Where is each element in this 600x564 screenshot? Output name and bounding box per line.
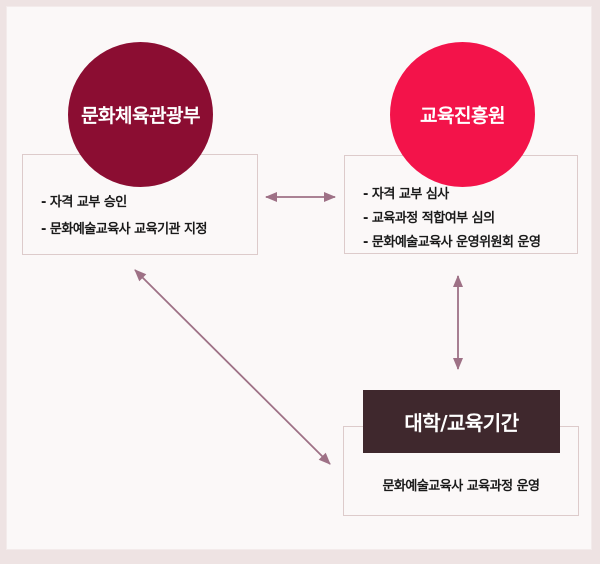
university-node-label: 대학/교육기간: [404, 411, 519, 435]
institute-role-item: - 자격 교부 심사: [363, 187, 449, 202]
institute-node-label: 교육진흥원: [420, 105, 505, 127]
ministry-node: 문화체육관광부: [68, 42, 213, 187]
ministry-node-label: 문화체육관광부: [81, 105, 200, 127]
university-node: 대학/교육기간: [363, 390, 560, 453]
ministry-role-item: - 자격 교부 승인: [41, 195, 127, 210]
university-role-item: 문화예술교육사 교육과정 운영: [382, 479, 540, 494]
institute-role-item: - 문화예술교육사 운영위원회 운영: [363, 235, 541, 250]
institute-roles-box: - 자격 교부 심사 - 교육과정 적합여부 심의 - 문화예술교육사 운영위원…: [344, 155, 578, 254]
institute-node: 교육진흥원: [390, 42, 535, 187]
institute-role-item: - 교육과정 적합여부 심의: [363, 211, 495, 226]
ministry-role-item: - 문화예술교육사 교육기관 지정: [41, 222, 207, 237]
